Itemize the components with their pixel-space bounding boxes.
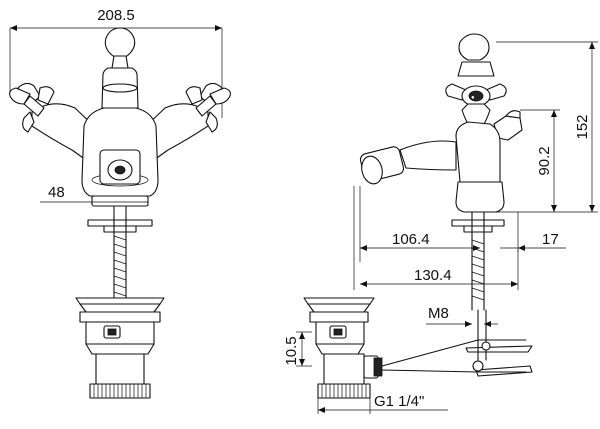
spout-height-dimension: 90.2 bbox=[520, 109, 560, 212]
overall-width-dimension: 208.5 bbox=[10, 7, 222, 31]
rod-thread-dimension: M8 bbox=[426, 305, 498, 327]
total-height-label: 152 bbox=[574, 114, 591, 139]
spout-reach-dimension: 106.4 bbox=[359, 186, 480, 262]
offset-label: 17 bbox=[542, 231, 559, 248]
waste-thread-label: G1 1/4" bbox=[374, 393, 424, 410]
spout-width-label: 48 bbox=[48, 184, 65, 201]
overall-width-label: 208.5 bbox=[97, 7, 135, 24]
waste-height-label: 10.5 bbox=[283, 336, 300, 365]
front-view-tap bbox=[9, 27, 231, 399]
indicator-glyph: ● bbox=[471, 95, 475, 101]
waste-thread-dimension: G1 1/4" bbox=[317, 393, 448, 414]
offset-dimension: 17 bbox=[500, 212, 566, 252]
side-view-tap: ● bbox=[303, 33, 533, 399]
total-reach-label: 130.4 bbox=[414, 267, 452, 284]
total-reach-dimension: 130.4 bbox=[360, 250, 519, 290]
spout-width-dimension: 48 bbox=[40, 184, 149, 206]
spout-reach-label: 106.4 bbox=[392, 231, 430, 248]
waste-height-dimension: 10.5 bbox=[283, 331, 312, 367]
rod-thread-label: M8 bbox=[428, 305, 449, 322]
total-height-dimension: 152 bbox=[480, 41, 598, 213]
spout-height-label: 90.2 bbox=[536, 146, 553, 175]
